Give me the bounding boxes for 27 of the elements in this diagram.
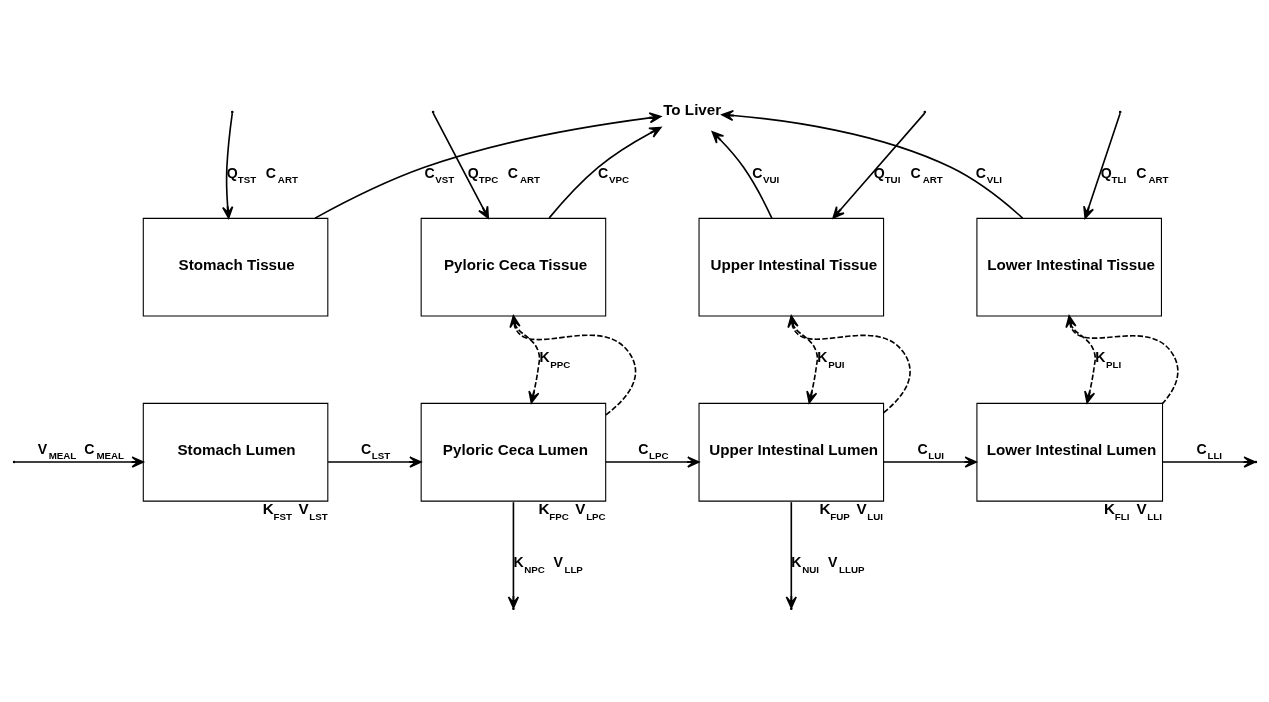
edge-label: K$_{PUI}$ [816, 349, 844, 370]
edge-label: K$_{NUI}$ V$_{LLUP}$ [790, 554, 865, 575]
node-label: V$_{LST}$ [298, 500, 328, 522]
edge-label: C$_{VLI}$ [975, 164, 1002, 186]
edge-label: C$_{LUI}$ [916, 440, 944, 462]
node-label: V$_{LUI}$ [855, 500, 883, 522]
node-label: K$_{FUP}$ [819, 500, 850, 522]
node-label: K$_{FPC}$ [537, 500, 569, 522]
edge-label: Q$_{TST}$ C$_{ART}$ [226, 164, 298, 186]
edge-label: C$_{VST}$ [423, 164, 454, 186]
edge-label: K$_{NPC}$ V$_{LLP}$ [512, 554, 583, 575]
node-label: K$_{FST}$ [262, 500, 292, 522]
edge-label: C$_{VUI}$ [751, 164, 779, 186]
node-label: K$_{FLI}$ [1103, 500, 1129, 522]
edge-label: Q$_{TLI}$ C$_{ART}$ [1100, 164, 1168, 186]
edge-label: K$_{PLI}$ [1094, 349, 1121, 370]
edge-label: Q$_{TPC}$ C$_{ART}$ [467, 164, 540, 186]
edge-label: C$_{VPC}$ [597, 164, 629, 186]
edge-label: C$_{LPC}$ [637, 440, 669, 462]
edge-label: C$_{LST}$ [360, 440, 390, 462]
node-label: V$_{LLI}$ [1135, 500, 1162, 522]
edge-label: V$_{MEAL}$ C$_{MEAL}$ [37, 440, 124, 462]
edge-label: K$_{PPC}$ [538, 349, 570, 370]
node-text: To Liver [662, 101, 721, 119]
node-label: V$_{LPC}$ [574, 500, 606, 522]
edge-label: Q$_{TUI}$ C$_{ART}$ [873, 164, 943, 186]
edge-label: C$_{LLI}$ [1196, 440, 1222, 462]
